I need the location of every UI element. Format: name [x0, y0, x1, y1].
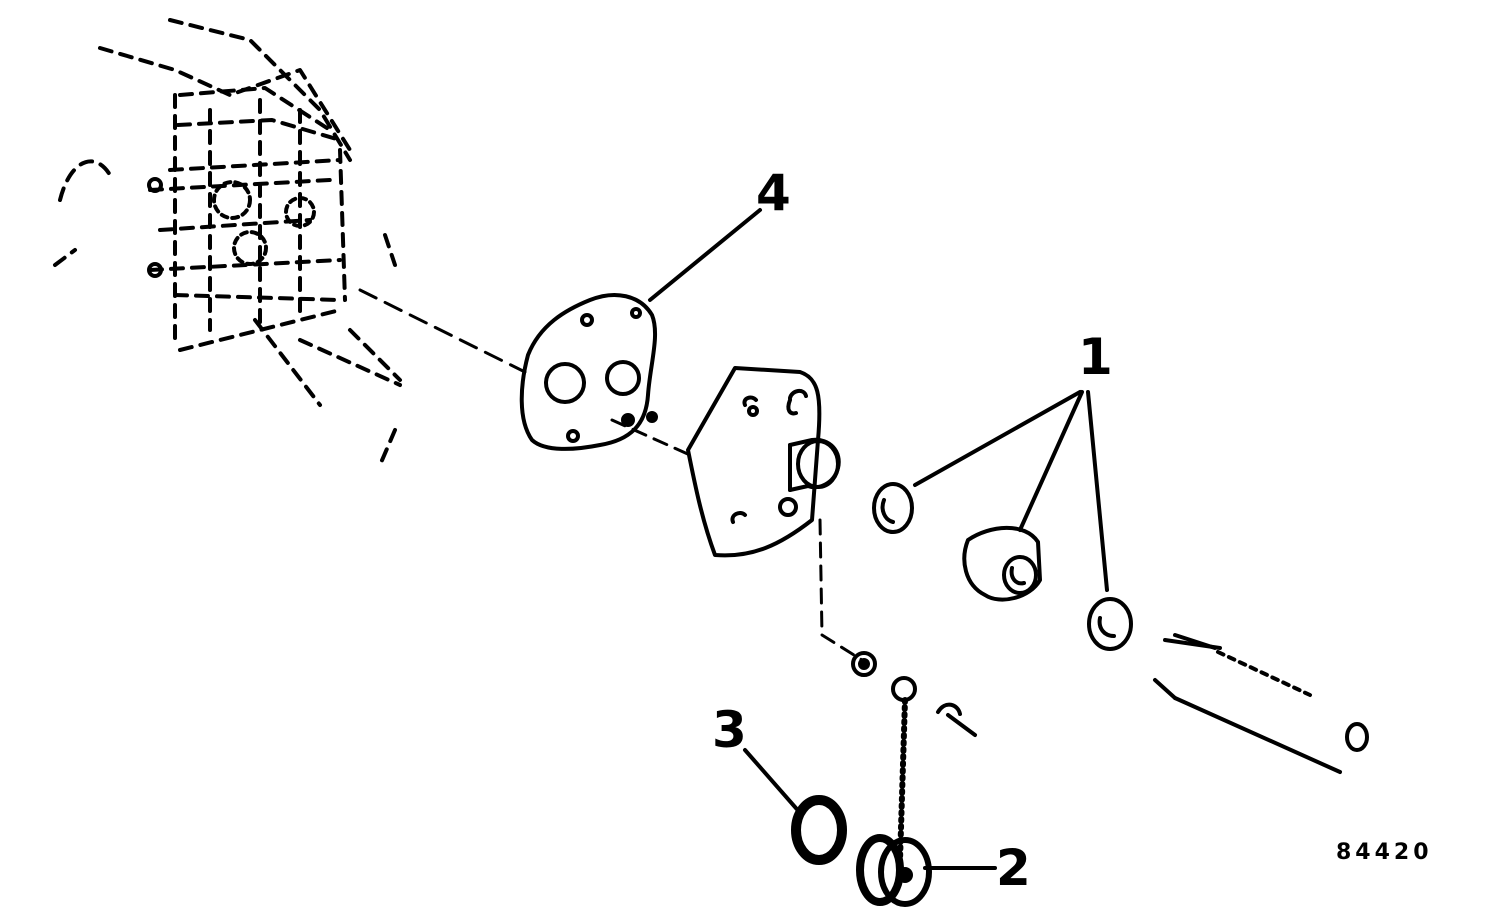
- figure-number: 84420: [1336, 840, 1433, 865]
- callout-part-3: 3: [712, 701, 747, 759]
- housing-outline: [53, 18, 402, 467]
- bushing-middle: [962, 525, 1042, 602]
- bead-chain: [897, 697, 908, 863]
- gasket: [519, 293, 658, 451]
- callout-part-4: 4: [756, 164, 791, 222]
- pivot-pin: [1153, 633, 1369, 774]
- leader-line-part-3: [743, 748, 804, 817]
- housing-bolt-detail: [147, 177, 316, 278]
- callout-part-1: 1: [1078, 328, 1113, 386]
- callout-part-2: 2: [996, 839, 1031, 897]
- alignment-line-plate-to-washer: [818, 518, 864, 662]
- gasket-dowel-pin: [646, 411, 658, 423]
- bushing-right: [1087, 597, 1133, 651]
- plug-cap: [856, 834, 932, 907]
- leader-lines-part-1: [913, 390, 1109, 592]
- leader-line-part-4: [648, 208, 762, 302]
- seal-ring: [791, 795, 847, 865]
- nozzle: [788, 437, 841, 492]
- lock-washer: [851, 651, 877, 677]
- alignment-line-housing-to-gasket: [358, 288, 527, 374]
- mounting-plate: [686, 366, 822, 558]
- bushing-left: [872, 482, 914, 534]
